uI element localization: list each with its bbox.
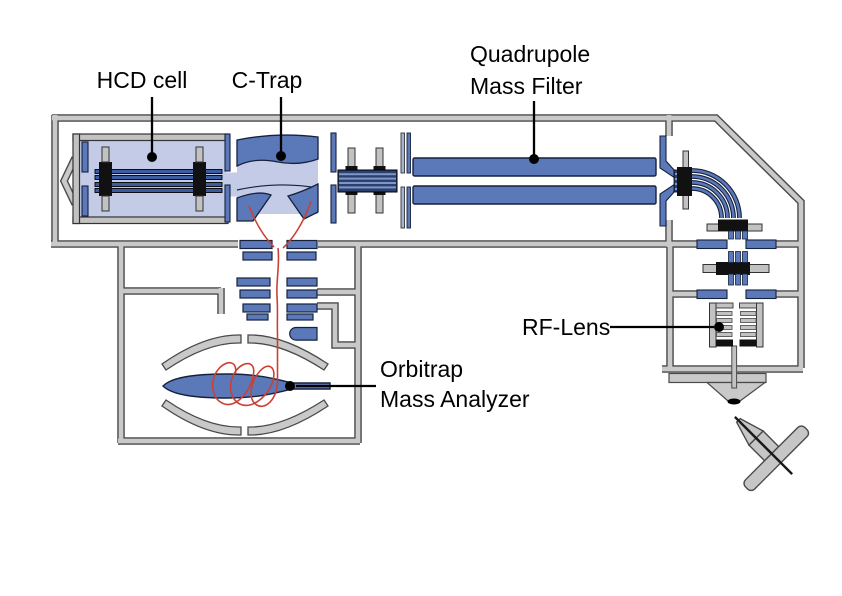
orbitrap-outer-electrodes	[161, 334, 329, 436]
label-orbitrap-line1: Orbitrap	[380, 356, 463, 382]
c-trap-pointer-dot	[276, 151, 286, 161]
hcd-exit-lens	[224, 133, 231, 223]
label-quadrupole-line2: Mass Filter	[470, 73, 583, 99]
inlet-tip	[727, 398, 741, 405]
leader-lines	[150, 97, 714, 388]
rf-lens-pointer-dot	[714, 322, 724, 332]
c-trap-bottom-right-electrode	[286, 182, 319, 220]
hcd-cell-pointer-dot	[147, 152, 157, 162]
c-trap-top-electrode	[236, 134, 319, 168]
c-trap	[236, 132, 337, 224]
hcd-cell	[72, 133, 239, 225]
split-lens	[400, 132, 411, 229]
quadrupole-mass-filter	[412, 157, 657, 205]
ion-path	[211, 200, 312, 407]
transfer-lens-stack	[236, 239, 318, 341]
label-rf-lens: RF-Lens	[522, 314, 610, 340]
spray-axis-line	[734, 416, 794, 476]
label-c-trap: C-Trap	[232, 67, 303, 93]
hcd-rods	[94, 169, 223, 193]
transfer-octopole	[337, 147, 398, 214]
rf-lens	[709, 302, 764, 389]
deflector-electrode	[289, 326, 318, 341]
label-orbitrap-line2: Mass Analyzer	[380, 386, 530, 412]
orbitrap-pointer-dot	[285, 381, 295, 391]
c-trap-bottom-left-electrode	[236, 192, 273, 222]
injection-flatapole	[702, 251, 770, 286]
bent-flatapole	[677, 150, 763, 240]
quadrupole-pointer-dot	[529, 154, 539, 164]
annotations: HCD cell C-Trap Quadrupole Mass Filter R…	[97, 41, 724, 412]
label-hcd-cell: HCD cell	[97, 67, 188, 93]
inlet-cone	[668, 372, 767, 402]
interstage-apertures	[696, 239, 777, 300]
label-quadrupole-line1: Quadrupole	[470, 41, 590, 67]
esi-probe	[734, 416, 810, 492]
